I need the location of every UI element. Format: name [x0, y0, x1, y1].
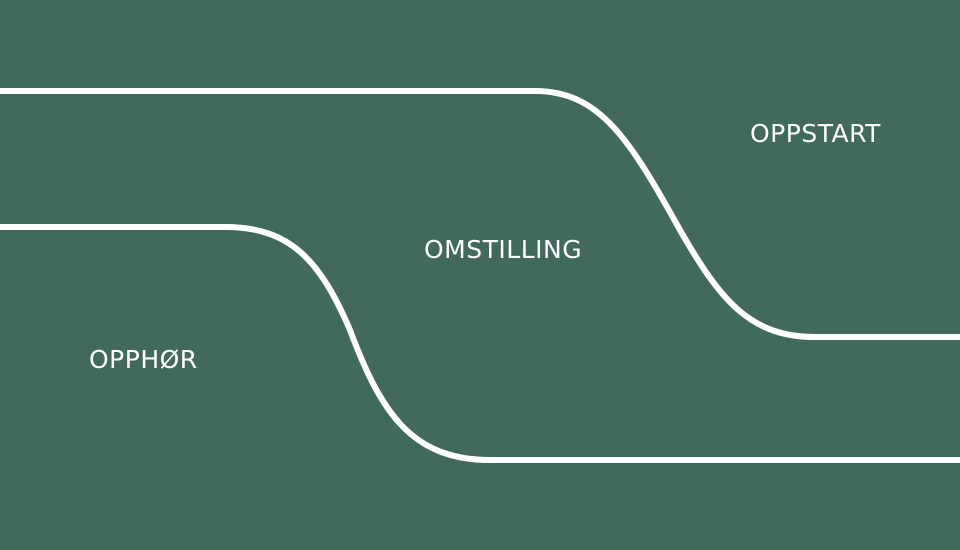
label-oppstart: OPPSTART — [750, 119, 881, 148]
upper-boundary-curve — [0, 88, 960, 340]
label-omstilling: OMSTILLING — [424, 235, 583, 264]
lower-boundary-curve — [0, 224, 960, 463]
label-opphor: OPPHØR — [89, 345, 198, 374]
